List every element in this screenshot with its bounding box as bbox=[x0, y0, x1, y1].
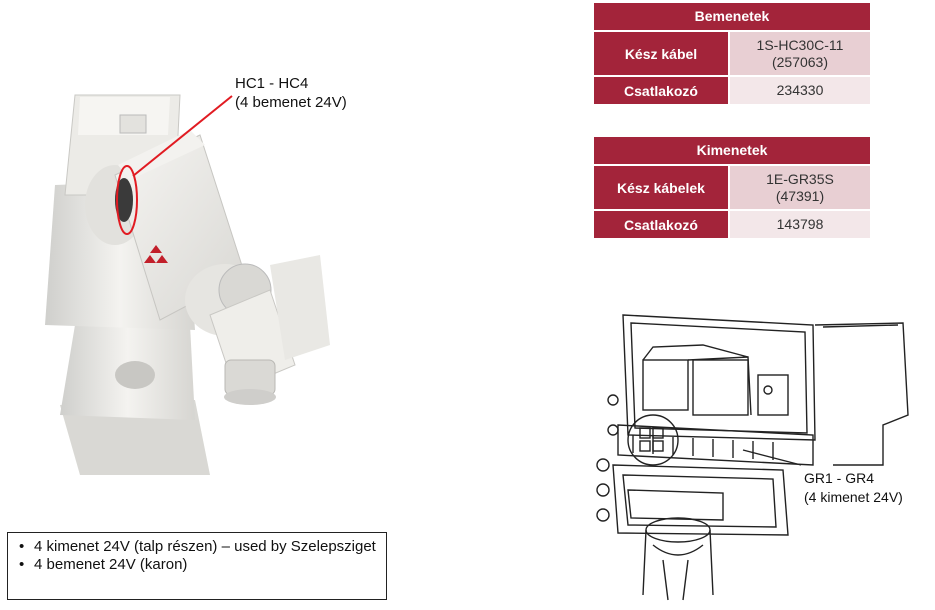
row-label: Csatlakozó bbox=[594, 211, 730, 240]
value-line: (47391) bbox=[775, 187, 825, 204]
list-item: 4 kimenet 24V (talp részen) – used by Sz… bbox=[19, 538, 378, 556]
table-row: Kész kábel 1S-HC30C-11 (257063) bbox=[594, 32, 870, 77]
callout-title: GR1 - GR4 bbox=[804, 470, 875, 486]
row-label: Csatlakozó bbox=[594, 77, 730, 106]
inputs-table: Bemenetek Kész kábel 1S-HC30C-11 (257063… bbox=[594, 3, 870, 106]
row-label: Kész kábelek bbox=[594, 166, 730, 211]
value-line: (257063) bbox=[771, 53, 829, 70]
callout-line bbox=[132, 95, 233, 177]
connector-callout-label: GR1 - GR4 (4 kimenet 24V) bbox=[804, 469, 903, 507]
table-row: Kész kábelek 1E-GR35S (47391) bbox=[594, 166, 870, 211]
callout-ellipse bbox=[116, 165, 138, 235]
table-row: Csatlakozó 143798 bbox=[594, 211, 870, 240]
value-line: 143798 bbox=[776, 216, 824, 232]
outputs-table-header: Kimenetek bbox=[594, 137, 870, 166]
row-value: 1E-GR35S (47391) bbox=[730, 166, 870, 211]
table-row: Csatlakozó 234330 bbox=[594, 77, 870, 106]
callout-subtitle: (4 kimenet 24V) bbox=[804, 489, 903, 505]
callout-subtitle: (4 bemenet 24V) bbox=[235, 94, 347, 111]
row-value: 234330 bbox=[730, 77, 870, 106]
inputs-table-header: Bemenetek bbox=[594, 3, 870, 32]
notes-box: 4 kimenet 24V (talp részen) – used by Sz… bbox=[7, 532, 387, 600]
outputs-table: Kimenetek Kész kábelek 1E-GR35S (47391) … bbox=[594, 137, 870, 240]
callout-title: HC1 - HC4 bbox=[235, 75, 309, 92]
value-line: 234330 bbox=[776, 82, 824, 98]
value-line: 1S-HC30C-11 bbox=[756, 36, 844, 53]
robot-arm-image bbox=[45, 94, 330, 475]
value-line: 1E-GR35S bbox=[766, 170, 834, 187]
notes-list: 4 kimenet 24V (talp részen) – used by Sz… bbox=[16, 538, 378, 574]
row-value: 1S-HC30C-11 (257063) bbox=[730, 32, 870, 77]
row-label: Kész kábel bbox=[594, 32, 730, 77]
connector-drawing bbox=[596, 314, 909, 601]
robot-callout-label: HC1 - HC4 (4 bemenet 24V) bbox=[235, 74, 347, 112]
row-value: 143798 bbox=[730, 211, 870, 240]
list-item: 4 bemenet 24V (karon) bbox=[19, 556, 378, 574]
